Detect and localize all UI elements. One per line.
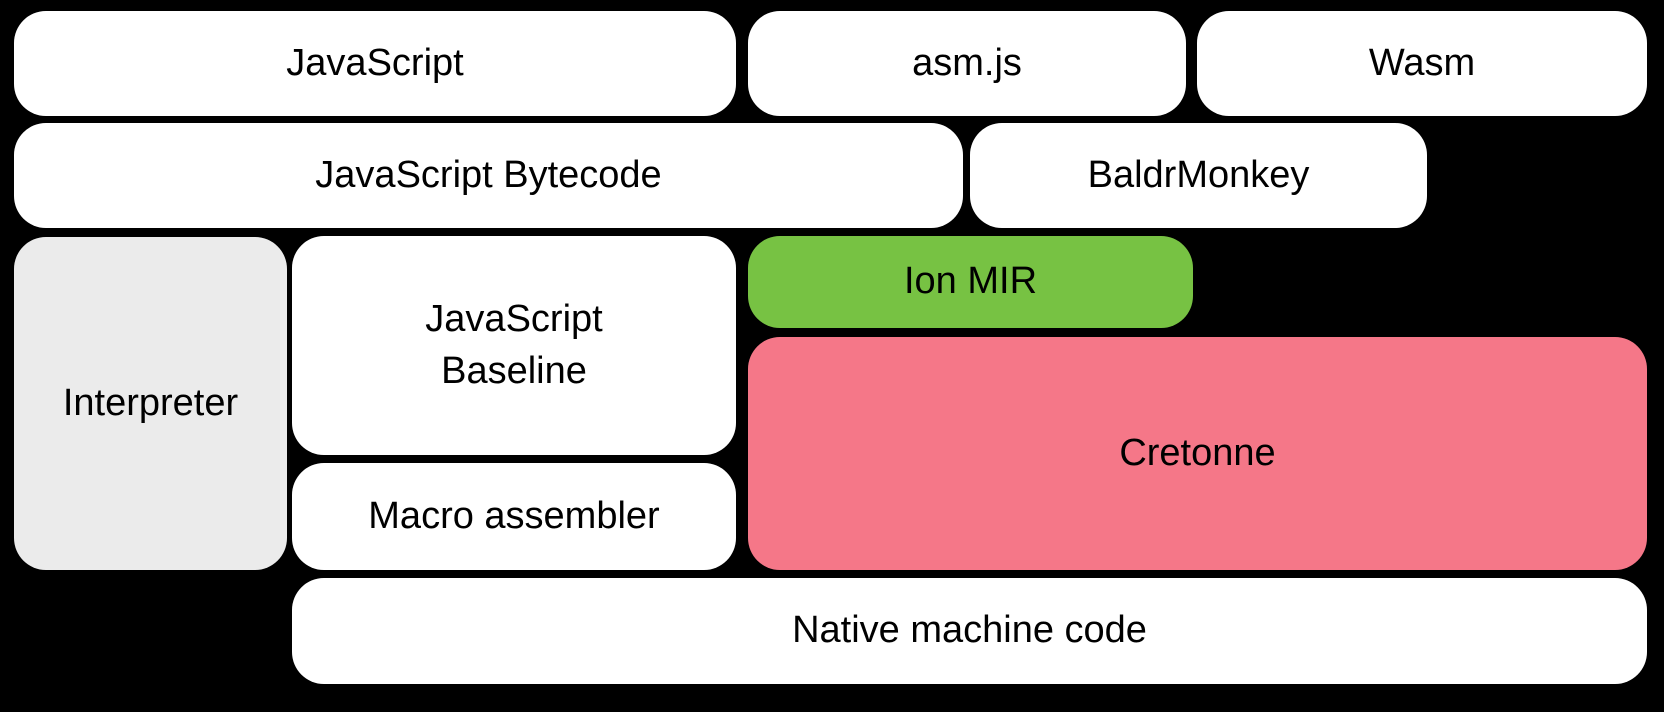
node-baldrmonkey: BaldrMonkey [970, 123, 1427, 228]
node-asmjs-label: asm.js [912, 41, 1022, 84]
node-interpreter: Interpreter [14, 237, 287, 570]
node-native-machine-code: Native machine code [292, 578, 1647, 684]
node-cretonne-label: Cretonne [1119, 431, 1276, 474]
node-interpreter-label: Interpreter [62, 381, 239, 424]
node-javascript-bytecode: JavaScript Bytecode [14, 123, 963, 228]
node-javascript-baseline-label: JavaScript Baseline [425, 298, 603, 392]
node-wasm: Wasm [1197, 11, 1647, 116]
node-ion-mir-label: Ion MIR [903, 260, 1038, 303]
node-native-machine-code-label: Native machine code [792, 609, 1147, 652]
node-javascript-baseline: JavaScript Baseline [292, 236, 736, 455]
node-wasm-label: Wasm [1368, 41, 1476, 84]
node-macro-assembler: Macro assembler [292, 463, 736, 570]
node-baldrmonkey-label: BaldrMonkey [1087, 153, 1310, 196]
node-cretonne: Cretonne [748, 337, 1647, 570]
node-asmjs: asm.js [748, 11, 1186, 116]
node-javascript-label: JavaScript [286, 41, 464, 84]
node-macro-assembler-label: Macro assembler [368, 494, 660, 537]
node-javascript-bytecode-label: JavaScript Bytecode [315, 153, 662, 196]
node-ion-mir: Ion MIR [748, 236, 1193, 328]
node-javascript: JavaScript [14, 11, 736, 116]
